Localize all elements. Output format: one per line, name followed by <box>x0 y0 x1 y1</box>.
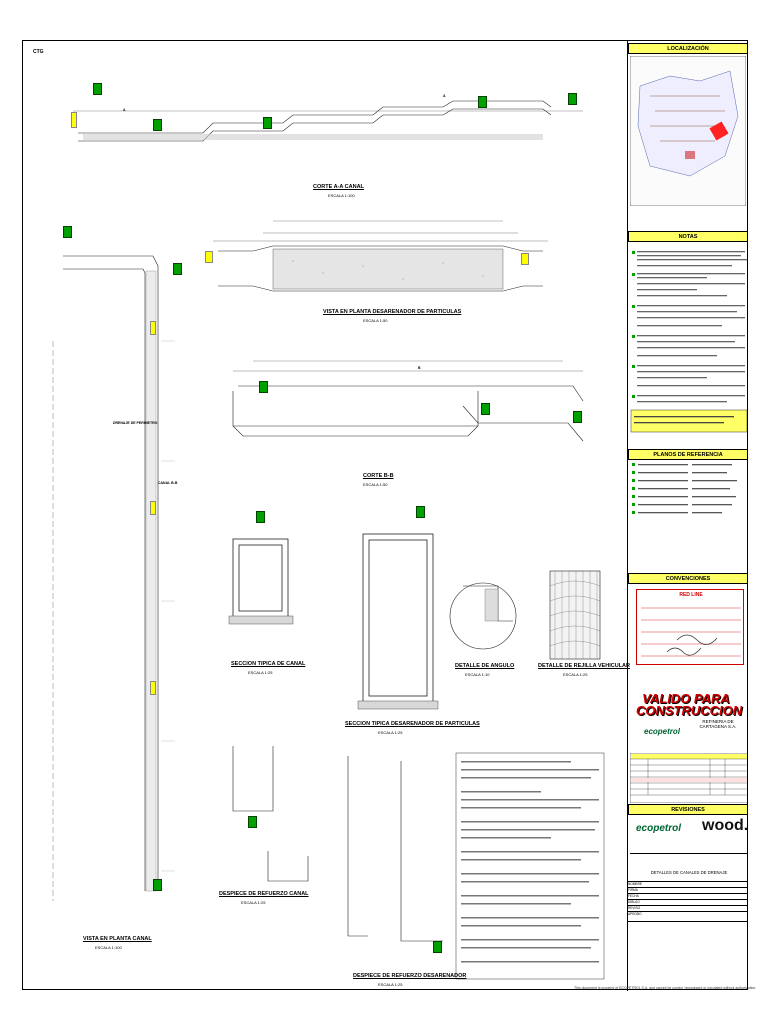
drawing-area: CTG CORTE A-A CANAL ESCALA 1:100 VISTA E… <box>23 41 630 991</box>
header-notas: NOTAS <box>628 231 748 242</box>
scale-seccion-canal: ESCALA 1:25 <box>248 670 273 675</box>
scale-seccion-desarenador: ESCALA 1:25 <box>378 730 403 735</box>
marker <box>153 879 162 891</box>
title-vista-planta-canal: VISTA EN PLANTA CANAL <box>83 936 152 942</box>
marker <box>481 403 490 415</box>
title-corte-aa: CORTE A-A CANAL <box>313 184 364 190</box>
tb-row-firma: FIRMA <box>628 887 748 893</box>
section-tag-a: A <box>443 94 446 98</box>
marker <box>573 411 582 423</box>
tb-row-reviso: REVISO <box>628 905 748 911</box>
location-map <box>630 56 746 206</box>
marker <box>478 96 487 108</box>
tb-row-aprobo: APROBO <box>628 911 748 917</box>
tb-row-nombre: NOMBRE <box>628 881 748 887</box>
header-revisiones: REVISIONES <box>628 804 748 815</box>
header-planos-referencia: PLANOS DE REFERENCIA <box>628 449 748 460</box>
marker <box>153 119 162 131</box>
marker <box>568 93 577 105</box>
scale-corte-bb: ESCALA 1:50 <box>363 482 388 487</box>
scale-detalle-angulo: ESCALA 1:10 <box>465 672 490 677</box>
red-line-stamp: RED LINE <box>636 589 744 665</box>
scale-vista-planta-desarenador: ESCALA 1:50 <box>363 318 388 323</box>
title-seccion-canal: SECCION TIPICA DE CANAL <box>231 661 306 667</box>
marker <box>259 381 268 393</box>
marker <box>150 501 156 515</box>
marker <box>248 816 257 828</box>
scale-detalle-rejilla: ESCALA 1:25 <box>563 672 588 677</box>
scale-vista-planta-canal: ESCALA 1:100 <box>95 945 122 950</box>
ecopetrol-logo: ecopetrol <box>636 823 682 834</box>
technical-drawing <box>52 100 605 980</box>
scale-despiece-desarenador: ESCALA 1:25 <box>378 982 403 987</box>
title-block-sidebar: LOCALIZACIÓN NOTAS PLANOS DE REFERENCIA … <box>627 41 749 991</box>
marker <box>205 251 213 263</box>
section-tag-a: A <box>123 108 126 112</box>
title-detalle-rejilla: DETALLE DE REJILLA VEHICULAR <box>538 663 630 669</box>
label-canal-bb: CANAL B-B <box>158 481 178 485</box>
corner-mark: CTG <box>33 49 44 55</box>
drawing-title: DETALLES DE CANALES DE DRENAJE <box>650 870 728 875</box>
marker <box>93 83 102 95</box>
section-tag-b: B <box>418 366 421 370</box>
ecopetrol-seal-logo: ecopetrol <box>644 727 681 736</box>
label-drenaje: DRENAJE DE PERIMETRO <box>113 421 158 425</box>
marker <box>63 226 72 238</box>
marker <box>263 117 272 129</box>
drawing-sheet: CTG CORTE A-A CANAL ESCALA 1:100 VISTA E… <box>22 40 749 991</box>
seal-line1: VALIDO PARA <box>642 691 730 706</box>
doc-number-block <box>628 921 748 949</box>
marker <box>71 112 77 128</box>
refineria-label: REFINERIA DE CARTAGENA S.A. <box>699 719 737 729</box>
marker <box>416 506 425 518</box>
header-convenciones: CONVENCIONES <box>628 573 748 584</box>
marker <box>256 511 265 523</box>
marker <box>150 321 156 335</box>
marker <box>150 681 156 695</box>
title-detalle-angulo: DETALLE DE ANGULO <box>455 663 515 669</box>
revisions-table <box>629 752 749 804</box>
title-corte-bb: CORTE B-B <box>363 473 394 479</box>
header-localizacion: LOCALIZACIÓN <box>628 43 748 54</box>
tb-row-fecha: FECHA <box>628 893 748 899</box>
notes-block <box>630 245 748 435</box>
title-despiece-canal: DESPIECE DE REFUERZO CANAL <box>219 891 309 897</box>
drawing-title-block: DETALLES DE CANALES DE DRENAJE <box>630 853 748 879</box>
title-seccion-desarenador: SECCION TIPICA DESARENADOR DE PARTICULAS <box>345 721 480 727</box>
red-line-label: RED LINE <box>679 592 703 598</box>
title-vista-planta-desarenador: VISTA EN PLANTA DESARENADOR DE PARTICULA… <box>323 309 462 315</box>
scale-despiece-canal: ESCALA 1:25 <box>241 900 266 905</box>
tb-row-dibujo: DIBUJO <box>628 899 748 905</box>
seal-line2: CONSTRUCCION <box>636 703 743 718</box>
marker <box>433 941 442 953</box>
valid-for-construction-seal: VALIDO PARA CONSTRUCCION REFINERIA DE CA… <box>636 691 744 743</box>
footer-note: This document is property of ECOPETROL S… <box>574 986 757 990</box>
reference-drawings-list <box>632 463 737 514</box>
marker <box>521 253 529 265</box>
marker <box>173 263 182 275</box>
seal-title: VALIDO PARA CONSTRUCCION <box>636 691 742 717</box>
scale-corte-aa: ESCALA 1:100 <box>328 193 355 198</box>
title-despiece-desarenador: DESPIECE DE REFUERZO DESARENADOR <box>353 973 467 979</box>
wood-logo: wood. <box>702 817 749 834</box>
